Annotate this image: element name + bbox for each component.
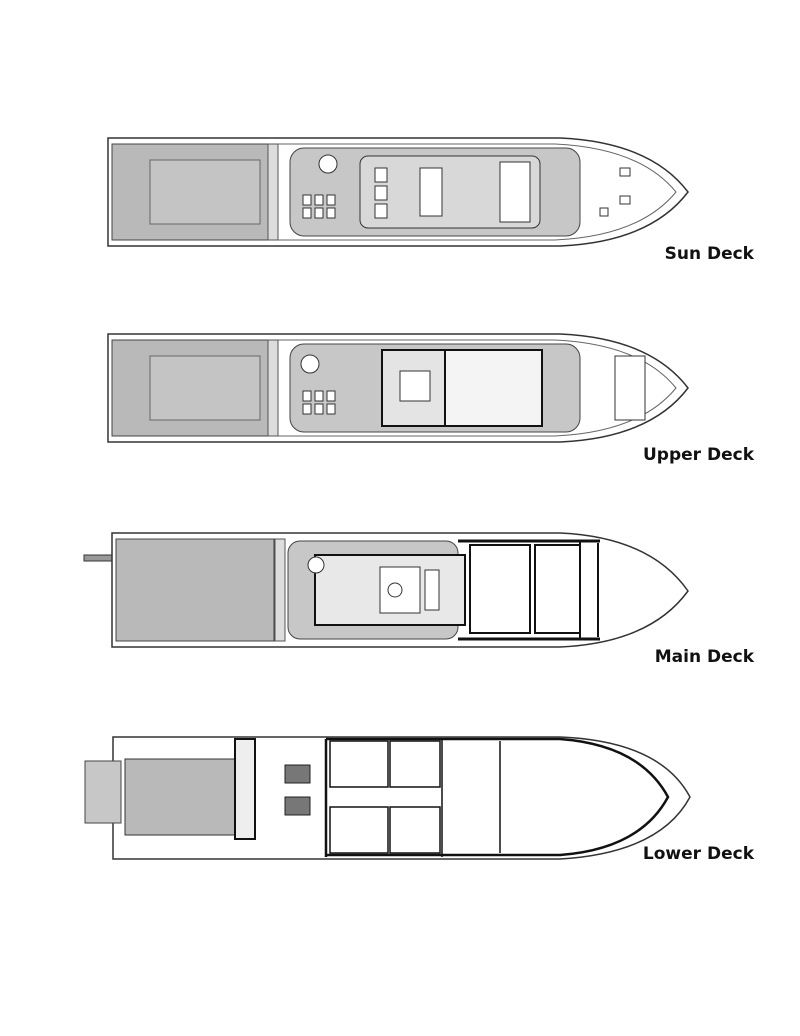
sun-deck-plan: Sun Deck: [0, 130, 800, 270]
deck-label: Upper Deck: [643, 445, 754, 465]
lower-deck-drawing: [84, 736, 691, 860]
lower-deck-plan: Lower Deck: [0, 725, 800, 875]
deck-label: Sun Deck: [664, 244, 754, 264]
main-deck-drawing: [83, 532, 689, 648]
main-deck-plan: Main Deck: [0, 525, 800, 675]
deck-label: Main Deck: [654, 647, 754, 667]
upper-deck-drawing: [107, 333, 689, 443]
upper-deck-plan: Upper Deck: [0, 326, 800, 466]
deck-label: Lower Deck: [642, 844, 754, 864]
sun-deck-drawing: [107, 137, 689, 247]
